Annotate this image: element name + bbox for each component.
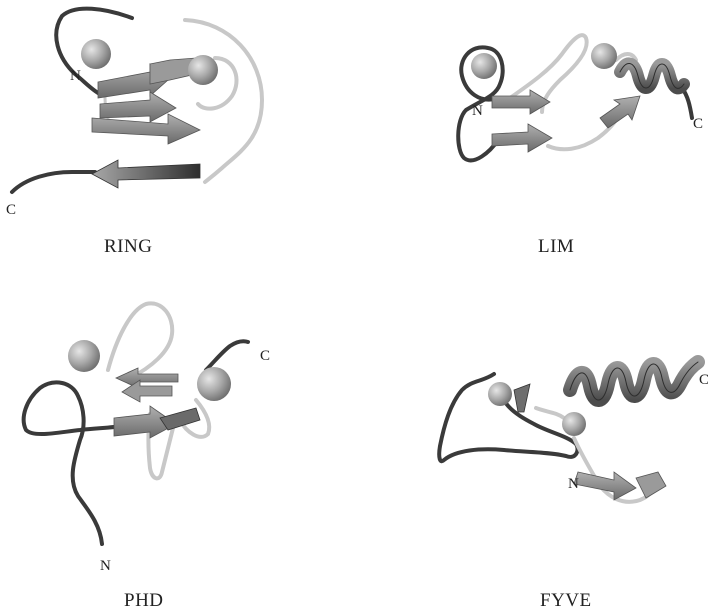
ring-n-terminus-label: N <box>70 68 81 84</box>
fyve-n-terminus-label: N <box>568 476 579 492</box>
zinc-ion-sphere <box>68 340 100 372</box>
fyve-structure: N C <box>400 300 708 614</box>
lim-c-terminus-label: C <box>693 116 703 132</box>
beta-strand-arrow <box>100 92 176 122</box>
ring-title: RING <box>104 236 152 258</box>
phd-c-terminus-label: C <box>260 348 270 364</box>
beta-strand-arrow <box>92 160 200 188</box>
beta-strand-arrow <box>116 368 178 388</box>
alpha-helix <box>620 63 684 88</box>
phd-title: PHD <box>124 590 164 612</box>
beta-strand-arrow <box>492 124 552 152</box>
panel-fyve: N C FYVE <box>400 300 708 614</box>
beta-strand-arrow <box>514 384 530 412</box>
phd-dark-coil <box>24 382 122 544</box>
phd-n-terminus-label: N <box>100 558 111 574</box>
zinc-ion-sphere <box>188 55 218 85</box>
beta-strand-arrow <box>600 96 640 128</box>
phd-dark-c-coil <box>206 341 248 370</box>
beta-strand-arrow <box>574 472 636 500</box>
zinc-ion-sphere <box>81 39 111 69</box>
lim-title: LIM <box>538 236 574 258</box>
ring-c-terminus-label: C <box>6 202 16 218</box>
ring-c-terminal-coil <box>12 172 95 192</box>
beta-strand-arrow <box>636 472 666 498</box>
zinc-ion-sphere <box>591 43 617 69</box>
panel-lim: N C LIM <box>400 0 708 300</box>
ring-light-loop <box>185 20 262 182</box>
lim-n-terminus-label: N <box>472 103 483 119</box>
alpha-helix <box>570 362 698 400</box>
panel-phd: N C PHD <box>0 300 300 614</box>
phd-structure: N C <box>0 300 300 614</box>
fyve-title: FYVE <box>540 590 592 612</box>
fyve-light-loop <box>536 408 564 418</box>
zinc-ion-sphere <box>471 53 497 79</box>
fyve-c-terminus-label: C <box>699 372 708 388</box>
phd-light-loop <box>108 303 172 378</box>
zinc-ion-sphere <box>197 367 231 401</box>
beta-strand-arrow <box>160 408 200 430</box>
zinc-ion-sphere <box>562 412 586 436</box>
panel-ring: N C RING <box>0 0 300 300</box>
zinc-ion-sphere <box>488 382 512 406</box>
